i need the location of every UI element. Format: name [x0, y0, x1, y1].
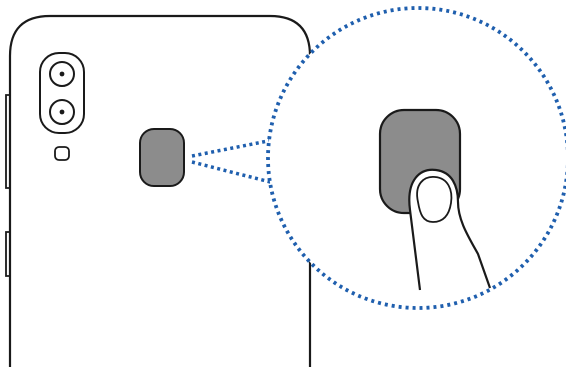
- rear-camera-icon: [49, 61, 75, 87]
- magnified-view: [266, 6, 566, 310]
- fingernail: [416, 176, 453, 223]
- callout-line-top: [191, 137, 279, 158]
- callout-line-bottom: [191, 160, 279, 186]
- rear-camera-module: [39, 52, 85, 134]
- volume-button: [5, 94, 10, 189]
- fingerprint-sensor-icon: [139, 128, 185, 187]
- power-button: [5, 231, 10, 277]
- finger-icon: [408, 168, 492, 291]
- flash-icon: [54, 146, 70, 161]
- rear-camera-icon: [49, 99, 75, 125]
